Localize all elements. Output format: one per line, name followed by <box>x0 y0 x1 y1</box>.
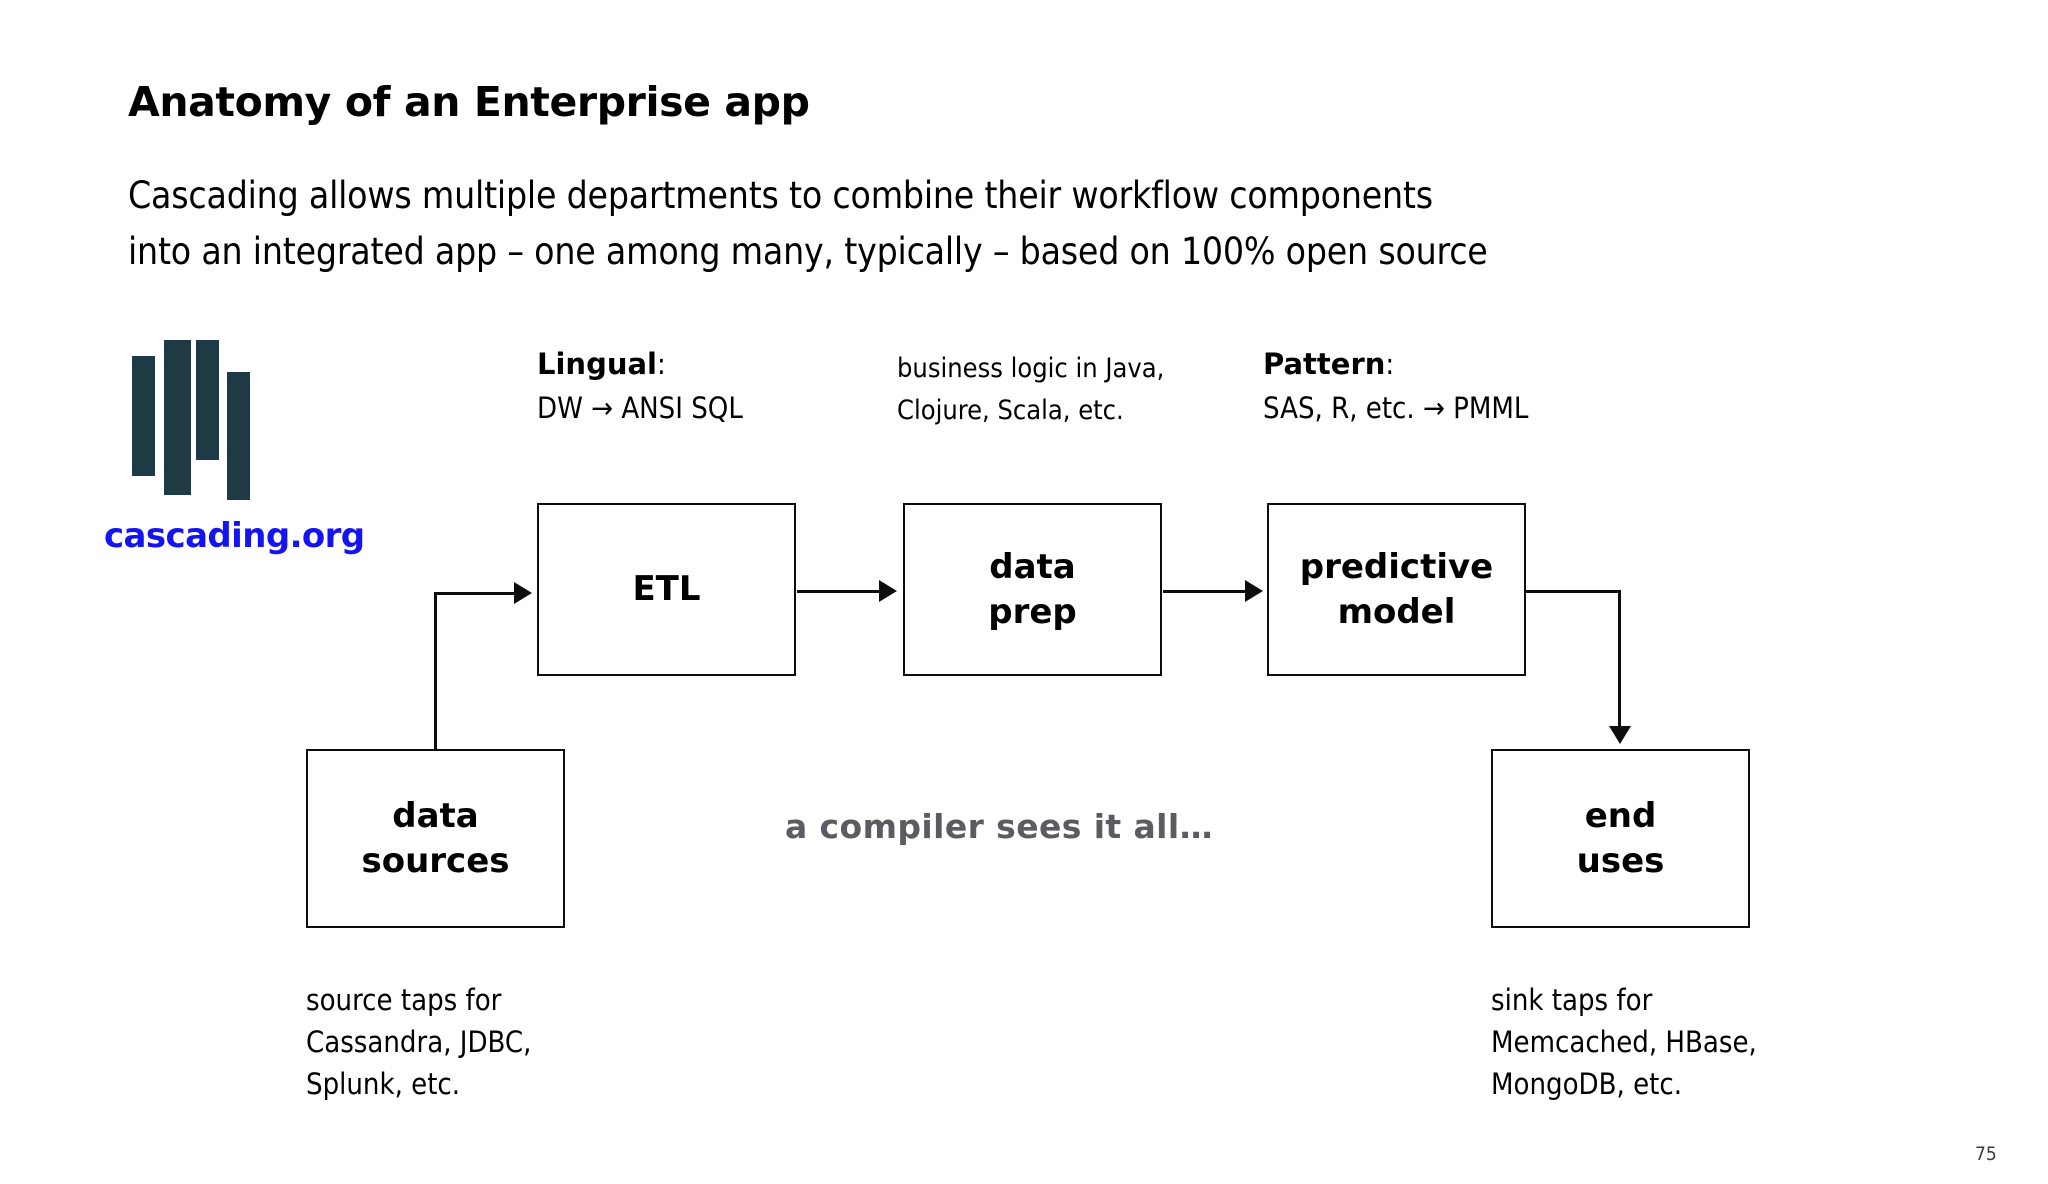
caption-sink-taps-line-2: Memcached, HBase, <box>1491 1025 1757 1059</box>
flow-node-end-uses-label-line-2: uses <box>1576 840 1665 881</box>
cascading-bars-logo-icon <box>132 340 250 500</box>
flow-node-predictive-model-label: predictive model <box>1300 545 1493 635</box>
flow-node-predictive-model-label-line-1: predictive <box>1299 546 1494 587</box>
flow-node-data-sources-label-line-1: data <box>392 795 479 836</box>
annotation-lingual: Lingual: DW → ANSI SQL <box>537 342 743 430</box>
caption-source-taps: source taps for Cassandra, JDBC, Splunk,… <box>306 979 531 1105</box>
annotation-pattern-detail: SAS, R, etc. → PMML <box>1263 391 1529 425</box>
annotation-business-logic-line-2: Clojure, Scala, etc. <box>897 395 1124 426</box>
edge-data-prep-to-predictive-model <box>1163 590 1247 593</box>
caption-source-taps-line-3: Splunk, etc. <box>306 1067 461 1101</box>
annotation-pattern-header-text: Pattern <box>1263 347 1386 381</box>
caption-source-taps-line-2: Cassandra, JDBC, <box>306 1025 532 1059</box>
flow-node-etl-label-line-1: ETL <box>632 569 701 609</box>
subtitle-paragraph: Cascading allows multiple departments to… <box>128 168 1488 280</box>
flow-node-predictive-model[interactable]: predictive model <box>1267 503 1526 676</box>
logo-bar-1 <box>132 356 155 476</box>
annotation-business-logic: business logic in Java, Clojure, Scala, … <box>897 348 1164 432</box>
caption-source-taps-line-1: source taps for <box>306 983 502 1017</box>
logo-bar-2 <box>164 340 191 495</box>
flow-node-etl[interactable]: ETL <box>537 503 796 676</box>
flow-node-data-prep-label: data prep <box>988 545 1077 635</box>
page-number: 75 <box>1975 1143 1997 1165</box>
arrowhead-down-icon <box>1609 726 1631 744</box>
cascading-org-link[interactable]: cascading.org <box>104 516 365 556</box>
compiler-note: a compiler sees it all… <box>785 807 1213 846</box>
logo-bar-4 <box>227 372 250 500</box>
subtitle-line-2: into an integrated app – one among many,… <box>128 230 1488 273</box>
arrowhead-right-icon <box>1245 580 1263 602</box>
edge-predictive-model-to-end-uses-horizontal <box>1526 590 1621 593</box>
edge-predictive-model-to-end-uses-vertical <box>1618 590 1621 730</box>
flow-node-etl-label: ETL <box>632 567 700 612</box>
edge-etl-to-data-prep <box>797 590 881 593</box>
flow-node-end-uses[interactable]: end uses <box>1491 749 1750 928</box>
caption-sink-taps-line-1: sink taps for <box>1491 983 1653 1017</box>
flow-node-data-sources[interactable]: data sources <box>306 749 565 928</box>
flow-node-data-prep[interactable]: data prep <box>903 503 1162 676</box>
flow-node-data-sources-label-line-2: sources <box>361 840 510 881</box>
flow-node-predictive-model-label-line-2: model <box>1337 591 1456 632</box>
flow-node-end-uses-label: end uses <box>1577 794 1665 884</box>
annotation-lingual-header-colon: : <box>656 347 666 381</box>
annotation-pattern: Pattern: SAS, R, etc. → PMML <box>1263 342 1528 430</box>
arrowhead-right-icon <box>514 582 532 604</box>
annotation-lingual-header-text: Lingual <box>537 347 657 381</box>
flow-node-data-prep-label-line-1: data <box>989 546 1076 587</box>
arrowhead-right-icon <box>879 580 897 602</box>
annotation-lingual-header: Lingual: <box>537 342 743 386</box>
caption-sink-taps-line-3: MongoDB, etc. <box>1491 1067 1683 1101</box>
subtitle-line-1: Cascading allows multiple departments to… <box>128 174 1433 217</box>
annotation-lingual-detail: DW → ANSI SQL <box>537 391 743 425</box>
flow-node-data-prep-label-line-2: prep <box>988 591 1077 632</box>
flow-node-end-uses-label-line-1: end <box>1584 795 1657 836</box>
annotation-business-logic-line-1: business logic in Java, <box>897 353 1165 384</box>
edge-data-sources-to-etl-vertical <box>434 592 437 750</box>
flow-node-data-sources-label: data sources <box>361 794 509 884</box>
logo-bar-3 <box>196 340 219 460</box>
annotation-pattern-header: Pattern: <box>1263 342 1528 386</box>
annotation-pattern-header-colon: : <box>1385 347 1395 381</box>
page-title: Anatomy of an Enterprise app <box>128 78 810 126</box>
edge-data-sources-to-etl-horizontal <box>434 592 516 595</box>
caption-sink-taps: sink taps for Memcached, HBase, MongoDB,… <box>1491 979 1757 1105</box>
